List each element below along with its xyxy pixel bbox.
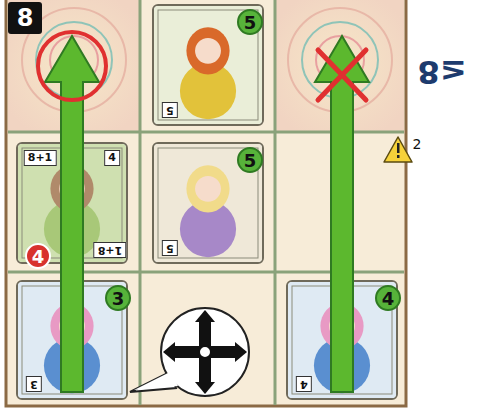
speech-bubble [130, 308, 249, 396]
board-ground [6, 0, 406, 406]
corner-value: 8+1 [24, 150, 57, 166]
value-badge: 4 [25, 243, 51, 269]
grid-lines [8, 0, 404, 405]
allowed-move-arrow [45, 36, 99, 392]
corner-value: 4 [296, 376, 312, 392]
game-card: 55 [152, 4, 264, 126]
target-circle [38, 32, 106, 100]
corner-value: 1+8 [94, 242, 127, 258]
warning-triangle [384, 137, 412, 162]
game-card: 44 [286, 280, 398, 400]
move-cross-symbol [163, 310, 247, 394]
mandala-tile [275, 0, 404, 132]
value-badge: 5 [237, 147, 263, 173]
game-card: 55 [152, 142, 264, 264]
value-badge: 4 [375, 285, 401, 311]
value-badge: 5 [237, 9, 263, 35]
corner-value: 5 [162, 102, 178, 118]
warning-number: 2 [413, 136, 422, 152]
panel-number-box [8, 2, 42, 34]
value-badge: 3 [105, 285, 131, 311]
corner-value: 5 [162, 240, 178, 256]
blocked-cross [318, 50, 366, 100]
corner-value: 3 [26, 376, 42, 392]
game-card: 33 [16, 280, 128, 400]
limit-value: ≤8 [417, 53, 466, 91]
game-card: 48+11+84 [16, 142, 128, 264]
panel-number: 8 [17, 4, 34, 32]
mandala-tile [8, 0, 140, 132]
corner-value: 4 [104, 150, 120, 166]
blocked-move-arrow [315, 36, 369, 392]
